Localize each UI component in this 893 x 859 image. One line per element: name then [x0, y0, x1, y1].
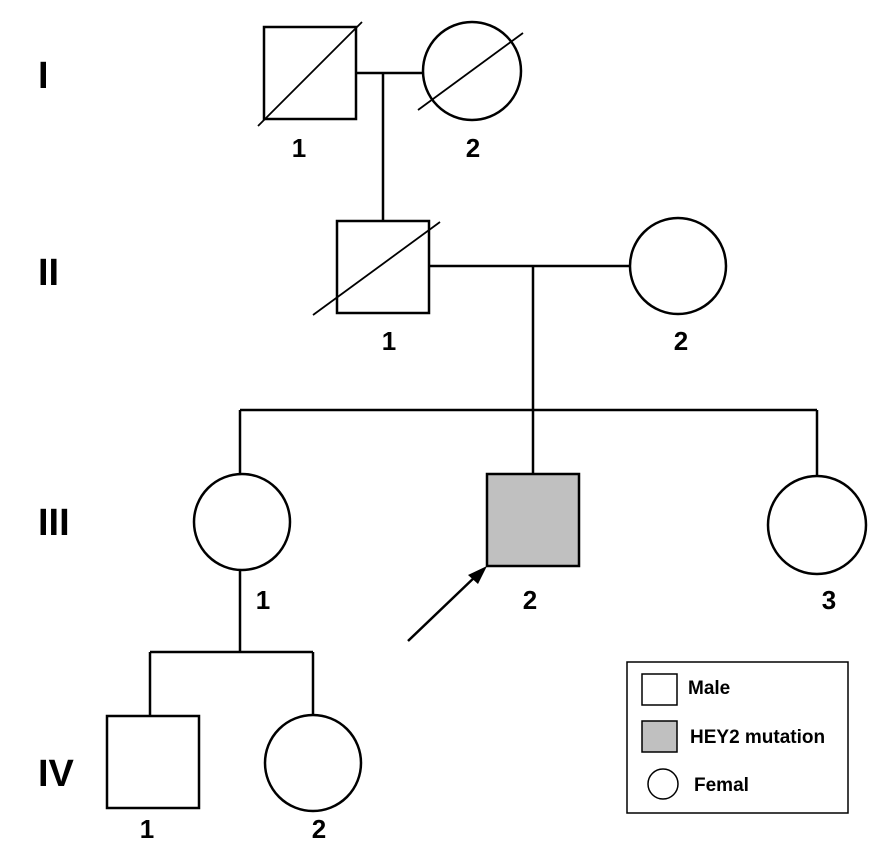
legend-female-label: Femal — [694, 775, 749, 796]
individual-number: 2 — [312, 814, 326, 844]
individual-number: 2 — [523, 585, 537, 615]
generation-label-2: II — [38, 252, 59, 294]
generation-label-4: IV — [38, 753, 75, 795]
male-symbol — [335, 219, 431, 315]
individual-i-1: 1 — [257, 21, 363, 163]
proband-arrow — [407, 566, 487, 642]
individual-iii-3: 3 — [766, 474, 868, 615]
individual-number: 3 — [822, 585, 836, 615]
generation-label-3: III — [38, 502, 70, 544]
legend-mutation-symbol — [641, 720, 678, 753]
individual-number: 2 — [674, 326, 688, 356]
legend-mutation-label: HEY2 mutation — [690, 727, 825, 748]
male-symbol — [105, 714, 201, 810]
individual-iii-2: 2 — [485, 472, 581, 615]
legend-female-symbol — [647, 768, 679, 800]
deceased-slash — [257, 21, 363, 127]
deceased-slash — [312, 221, 441, 316]
individual-ii-1: 1 — [312, 219, 441, 356]
individual-i-2: 2 — [417, 20, 524, 163]
female-symbol — [766, 474, 868, 576]
arrow-head — [468, 566, 487, 584]
individual-iii-1: 1 — [192, 472, 292, 615]
deceased-slash — [417, 32, 524, 111]
individual-number: 1 — [140, 814, 154, 844]
female-symbol — [192, 472, 292, 572]
arrow-shaft — [407, 573, 479, 642]
generation-label-1: I — [38, 55, 49, 97]
individual-number: 1 — [256, 585, 270, 615]
individual-number: 1 — [382, 326, 396, 356]
individual-iv-1: 1 — [105, 714, 201, 844]
relationship-lines — [148, 71, 819, 716]
individual-number: 2 — [466, 133, 480, 163]
legend-male-symbol — [641, 673, 678, 706]
individual-iv-2: 2 — [263, 713, 363, 844]
individual-number: 1 — [292, 133, 306, 163]
female-symbol — [628, 216, 728, 316]
female-symbol — [263, 713, 363, 813]
legend-male-label: Male — [688, 678, 730, 699]
affected-male-symbol — [485, 472, 581, 568]
legend: Male HEY2 mutation Femal — [626, 661, 849, 814]
individual-ii-2: 2 — [628, 216, 728, 356]
